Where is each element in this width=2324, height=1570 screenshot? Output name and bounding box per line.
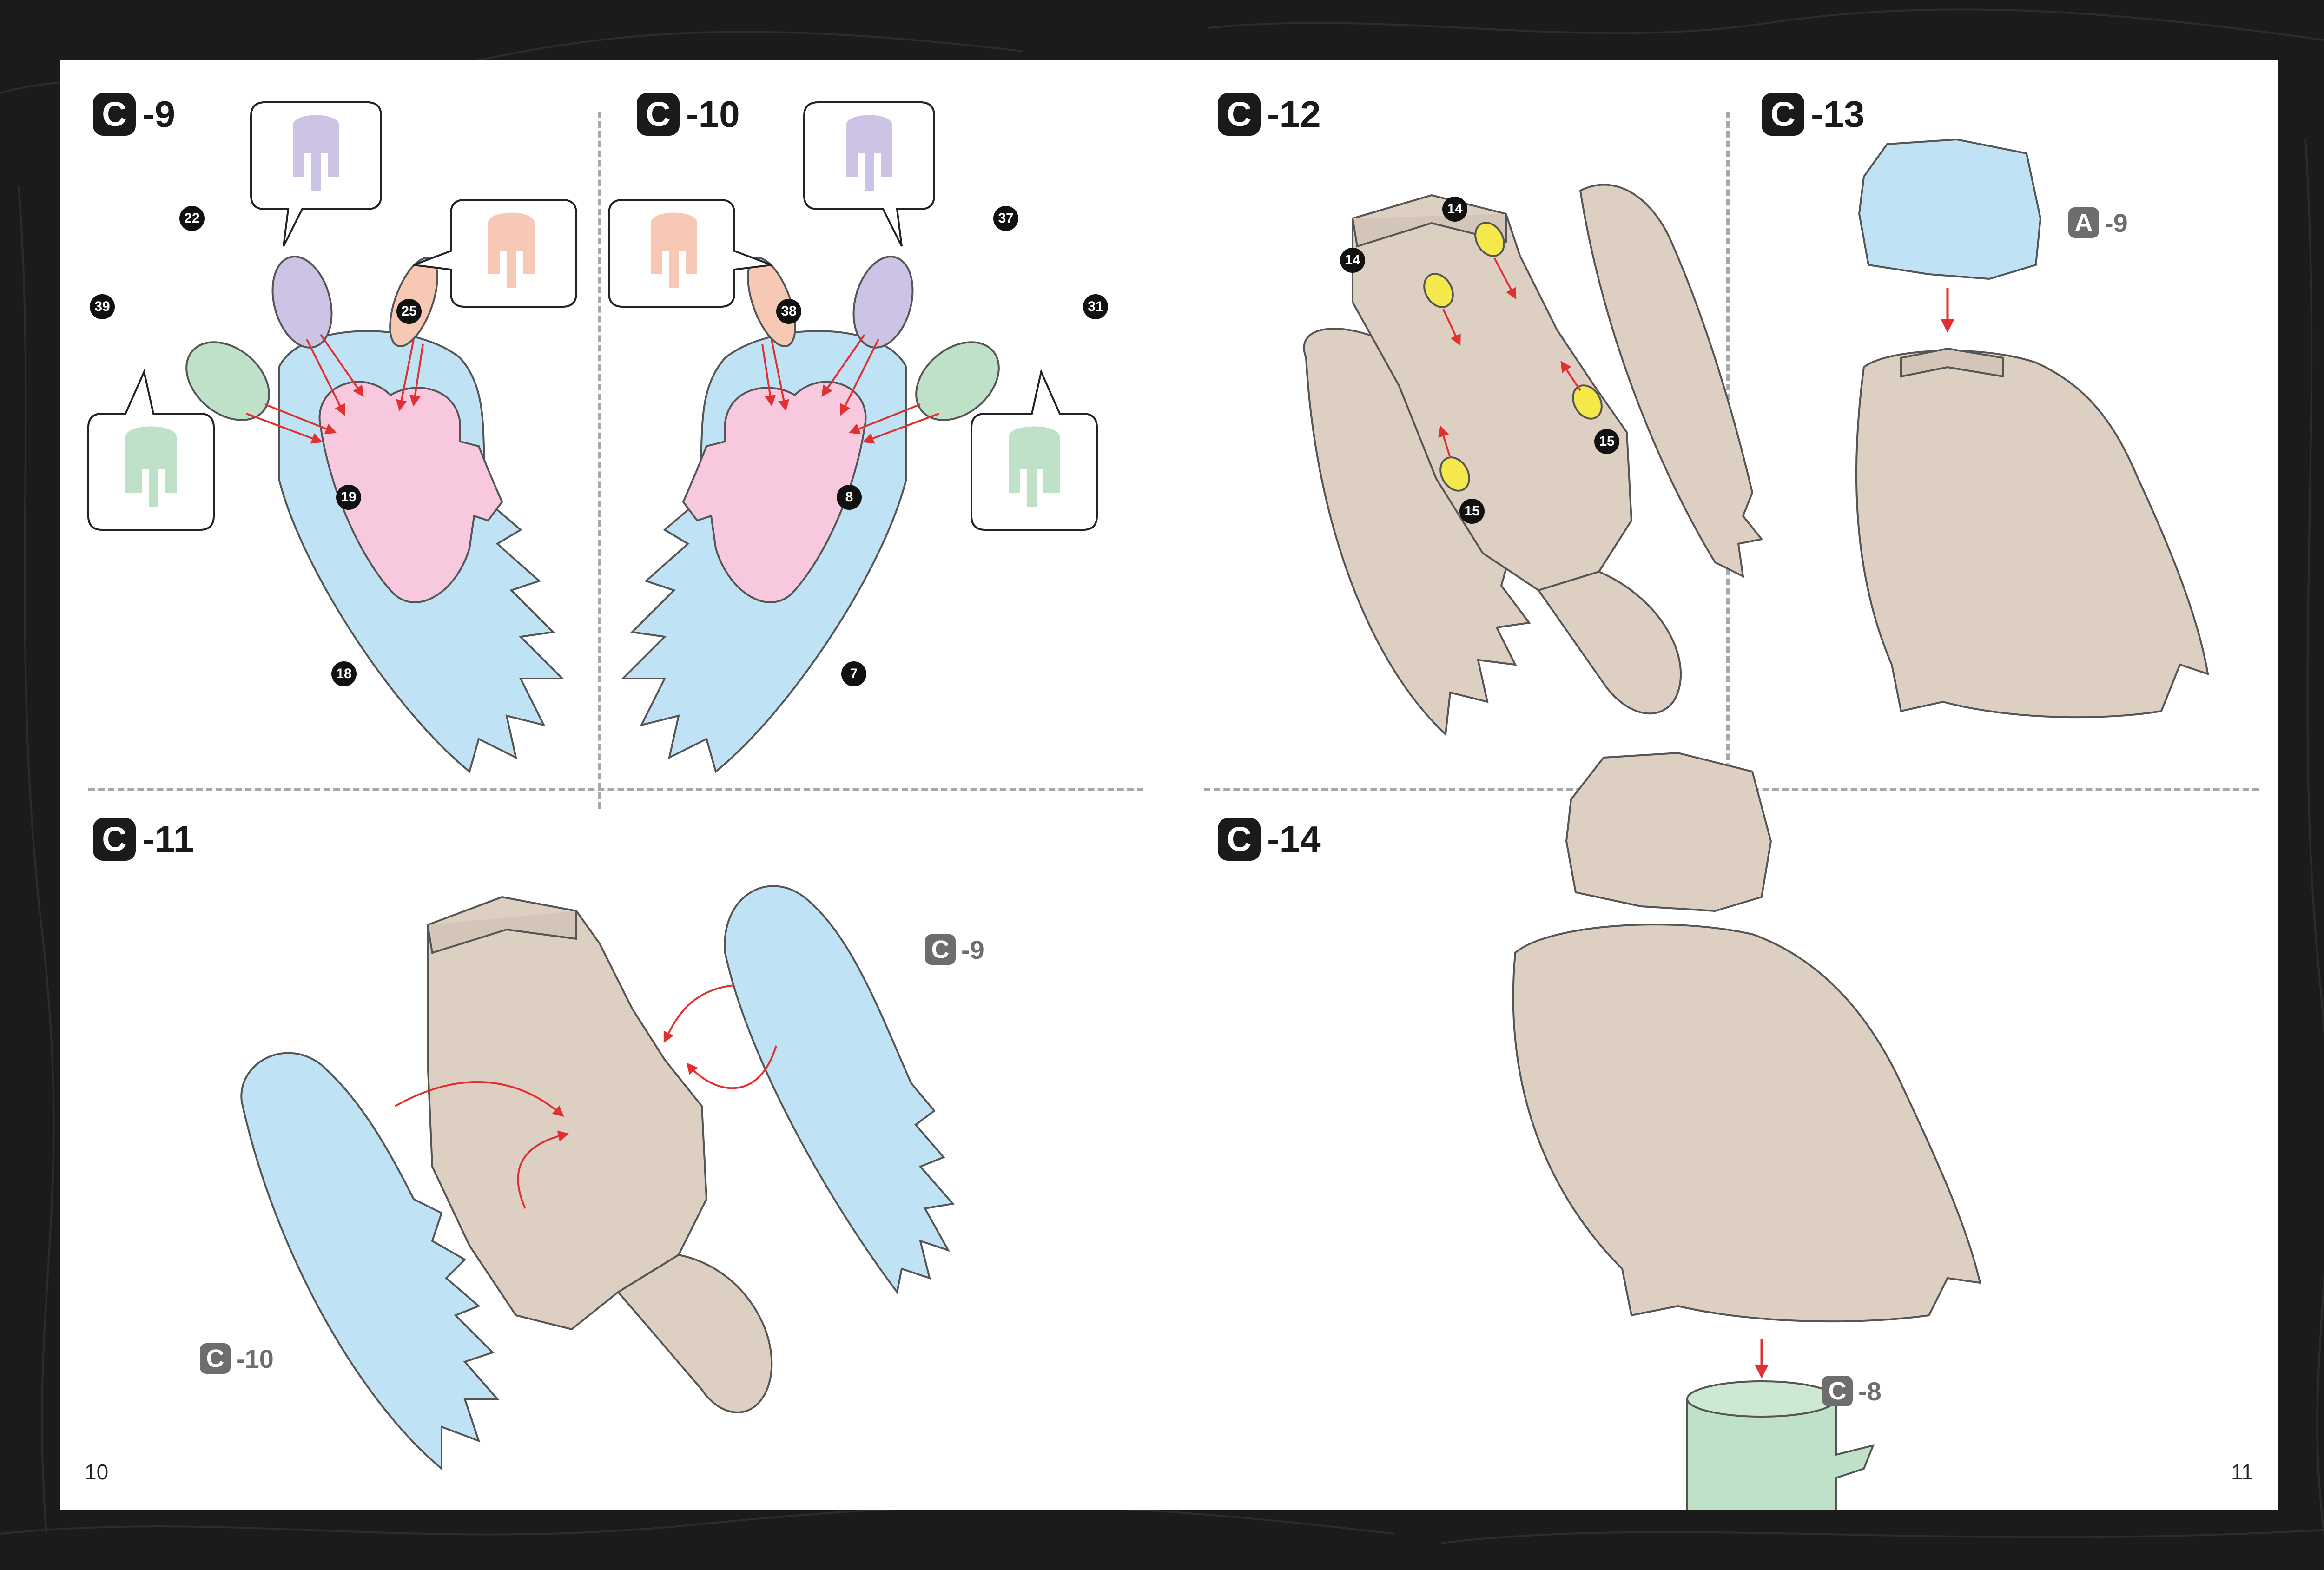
c11-body (427, 896, 708, 1331)
c13-head-blue (1858, 138, 2042, 280)
c14-head (1565, 752, 1772, 912)
step-c11-number: -11 (142, 818, 194, 860)
part-25: 25 (396, 299, 422, 324)
c13-body-tan (1855, 350, 2209, 719)
instruction-spread: C -9 C -10 C -12 C -13 C -11 C -14 C -9 … (60, 60, 2278, 1510)
step-c13-number: -13 (1811, 93, 1865, 135)
c9-callout-purple (250, 101, 382, 247)
step-c10-letter: C (637, 93, 680, 136)
part-14-top: 14 (1442, 197, 1467, 222)
part-8: 8 (837, 485, 862, 510)
page-number-right: 11 (2231, 1460, 2253, 1484)
c9-callout-peach (413, 199, 577, 308)
step-c11-heading: C -11 (93, 818, 194, 861)
c12-peg-14a (1474, 222, 1505, 257)
page-number-left: 10 (85, 1460, 109, 1484)
c13-assembly (1855, 138, 2209, 719)
c11-left-wing (240, 1052, 500, 1471)
part-38: 38 (776, 299, 801, 324)
part-18: 18 (331, 661, 357, 686)
divider-c9-c10 (598, 112, 601, 809)
assembly-illustrations (87, 101, 2209, 1510)
c11-tail (616, 1253, 773, 1413)
part-7: 7 (841, 661, 866, 686)
c9-callout-green (87, 369, 215, 531)
step-c13-letter: C (1762, 93, 1804, 136)
step-c9-letter: C (93, 93, 136, 136)
c9-part-39-green (185, 341, 270, 421)
step-c9-number: -9 (142, 93, 176, 135)
step-c14-number: -14 (1267, 818, 1321, 860)
part-15-right: 15 (1594, 429, 1619, 454)
part-31: 31 (1083, 294, 1108, 319)
ref-c13-a9: A -9 (2068, 207, 2128, 238)
step-c9-heading: C -9 (93, 93, 175, 136)
step-c12-number: -12 (1267, 93, 1321, 135)
c12-body-assembly (1303, 184, 1763, 737)
c9-inner-pink-19 (318, 381, 503, 603)
part-39: 39 (90, 294, 115, 319)
c14-body (1512, 924, 1981, 1323)
part-14-left: 14 (1340, 248, 1365, 273)
step-c13-heading: C -13 (1762, 93, 1865, 136)
c11-right-wing (724, 885, 955, 1294)
c9-wing-assembly (87, 101, 577, 773)
step-c12-heading: C -12 (1218, 93, 1321, 136)
step-c12-letter: C (1218, 93, 1261, 136)
part-19: 19 (336, 485, 361, 510)
step-c10-number: -10 (686, 93, 740, 135)
c12-peg-15b (1439, 456, 1470, 492)
c12-peg-14b (1423, 273, 1454, 308)
step-c10-heading: C -10 (637, 93, 740, 136)
ref-c14-c8: C -8 (1822, 1376, 1882, 1406)
step-c14-letter: C (1218, 818, 1261, 861)
step-c14-heading: C -14 (1218, 818, 1321, 861)
c14-assembly (1512, 752, 1981, 1510)
ref-c11-c9: C -9 (925, 934, 984, 965)
c10-wing-assembly (608, 101, 1098, 773)
divider-top-left (88, 788, 1143, 791)
c9-part-22-purple (271, 256, 333, 349)
ref-c11-c10: C -10 (200, 1343, 274, 1374)
part-15-lower: 15 (1459, 499, 1485, 524)
part-37: 37 (993, 206, 1018, 231)
step-c11-letter: C (93, 818, 136, 861)
c11-body-assembly (240, 885, 955, 1471)
part-22: 22 (179, 206, 205, 231)
